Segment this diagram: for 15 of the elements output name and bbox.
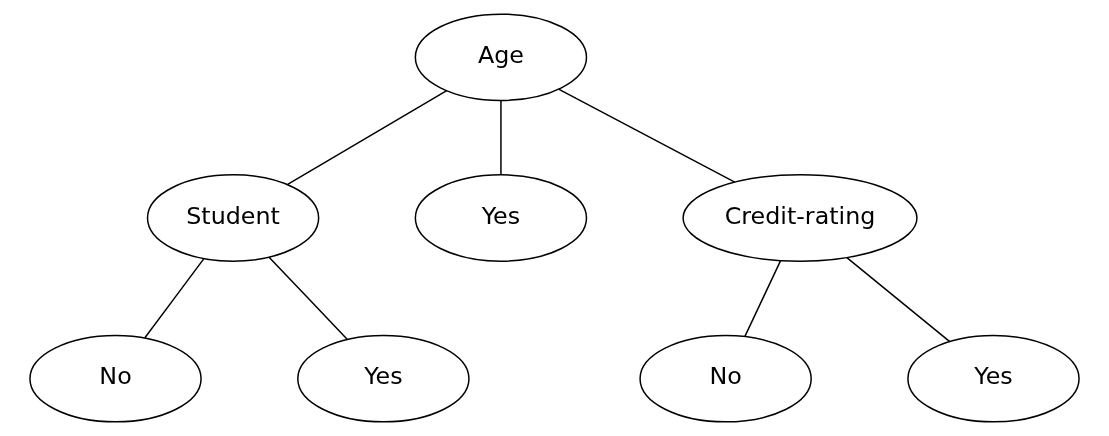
connector <box>500 99 502 176</box>
node-ellipse: No <box>639 334 812 423</box>
node-ellipse: Yes <box>414 174 588 262</box>
node-ellipse: Yes <box>297 334 470 423</box>
node-ellipse: Age <box>414 13 588 102</box>
connector <box>268 256 348 340</box>
connector <box>744 260 782 338</box>
connector <box>144 258 205 339</box>
connector <box>557 88 736 183</box>
node-ellipse: Yes <box>907 334 1080 423</box>
node-ellipse: No <box>29 334 202 423</box>
connector <box>846 256 951 343</box>
node-ellipse: Student <box>146 174 320 262</box>
node-ellipse: Credit-rating <box>682 174 918 262</box>
connector <box>286 89 448 186</box>
